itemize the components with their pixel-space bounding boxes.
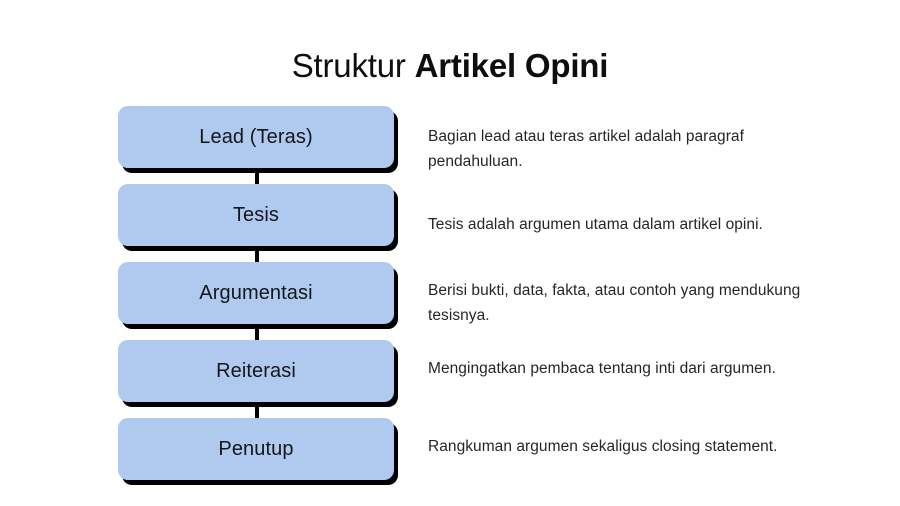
flow-diagram: Lead (Teras) Tesis Argumentasi Reiterasi (118, 106, 400, 488)
flow-connector-1-2 (255, 173, 259, 185)
flow-description-argumentasi: Berisi bukti, data, fakta, atau contoh y… (428, 281, 801, 324)
flow-node-label: Argumentasi (199, 282, 313, 304)
flow-connector-4-5 (255, 407, 259, 419)
flow-description-tesis: Tesis adalah argumen utama dalam artikel… (428, 215, 763, 233)
flow-step-1: Lead (Teras) (118, 106, 400, 185)
page-title-bold: Artikel Opini (414, 47, 609, 85)
flow-connector-2-3 (255, 251, 259, 263)
flow-step-5: Penutup (118, 418, 400, 480)
flow-node-argumentasi[interactable]: Argumentasi (118, 262, 394, 324)
flow-description-reiterasi: Mengingatkan pembaca tentang inti dari a… (428, 359, 776, 377)
flow-description-penutup: Rangkuman argumen sekaligus closing stat… (428, 437, 778, 455)
flow-node-tesis[interactable]: Tesis (118, 184, 394, 246)
flow-node-label: Tesis (232, 204, 280, 226)
flow-step-2: Tesis (118, 184, 400, 263)
flow-step-4: Reiterasi (118, 340, 400, 419)
flow-step-3: Argumentasi (118, 262, 400, 341)
flow-node-label: Lead (Teras) (199, 126, 313, 148)
flow-connector-3-4 (255, 329, 259, 341)
flow-node-label: Reiterasi (216, 360, 296, 382)
page-title-light: Struktur (291, 47, 415, 85)
page-title: Struktur Artikel Opini (0, 46, 900, 86)
flow-node-penutup[interactable]: Penutup (118, 418, 394, 480)
flow-node-lead[interactable]: Lead (Teras) (118, 106, 394, 168)
flow-description-lead: Bagian lead atau teras artikel adalah pa… (428, 127, 744, 170)
flow-node-label: Penutup (218, 438, 294, 460)
flow-node-reiterasi[interactable]: Reiterasi (118, 340, 394, 402)
